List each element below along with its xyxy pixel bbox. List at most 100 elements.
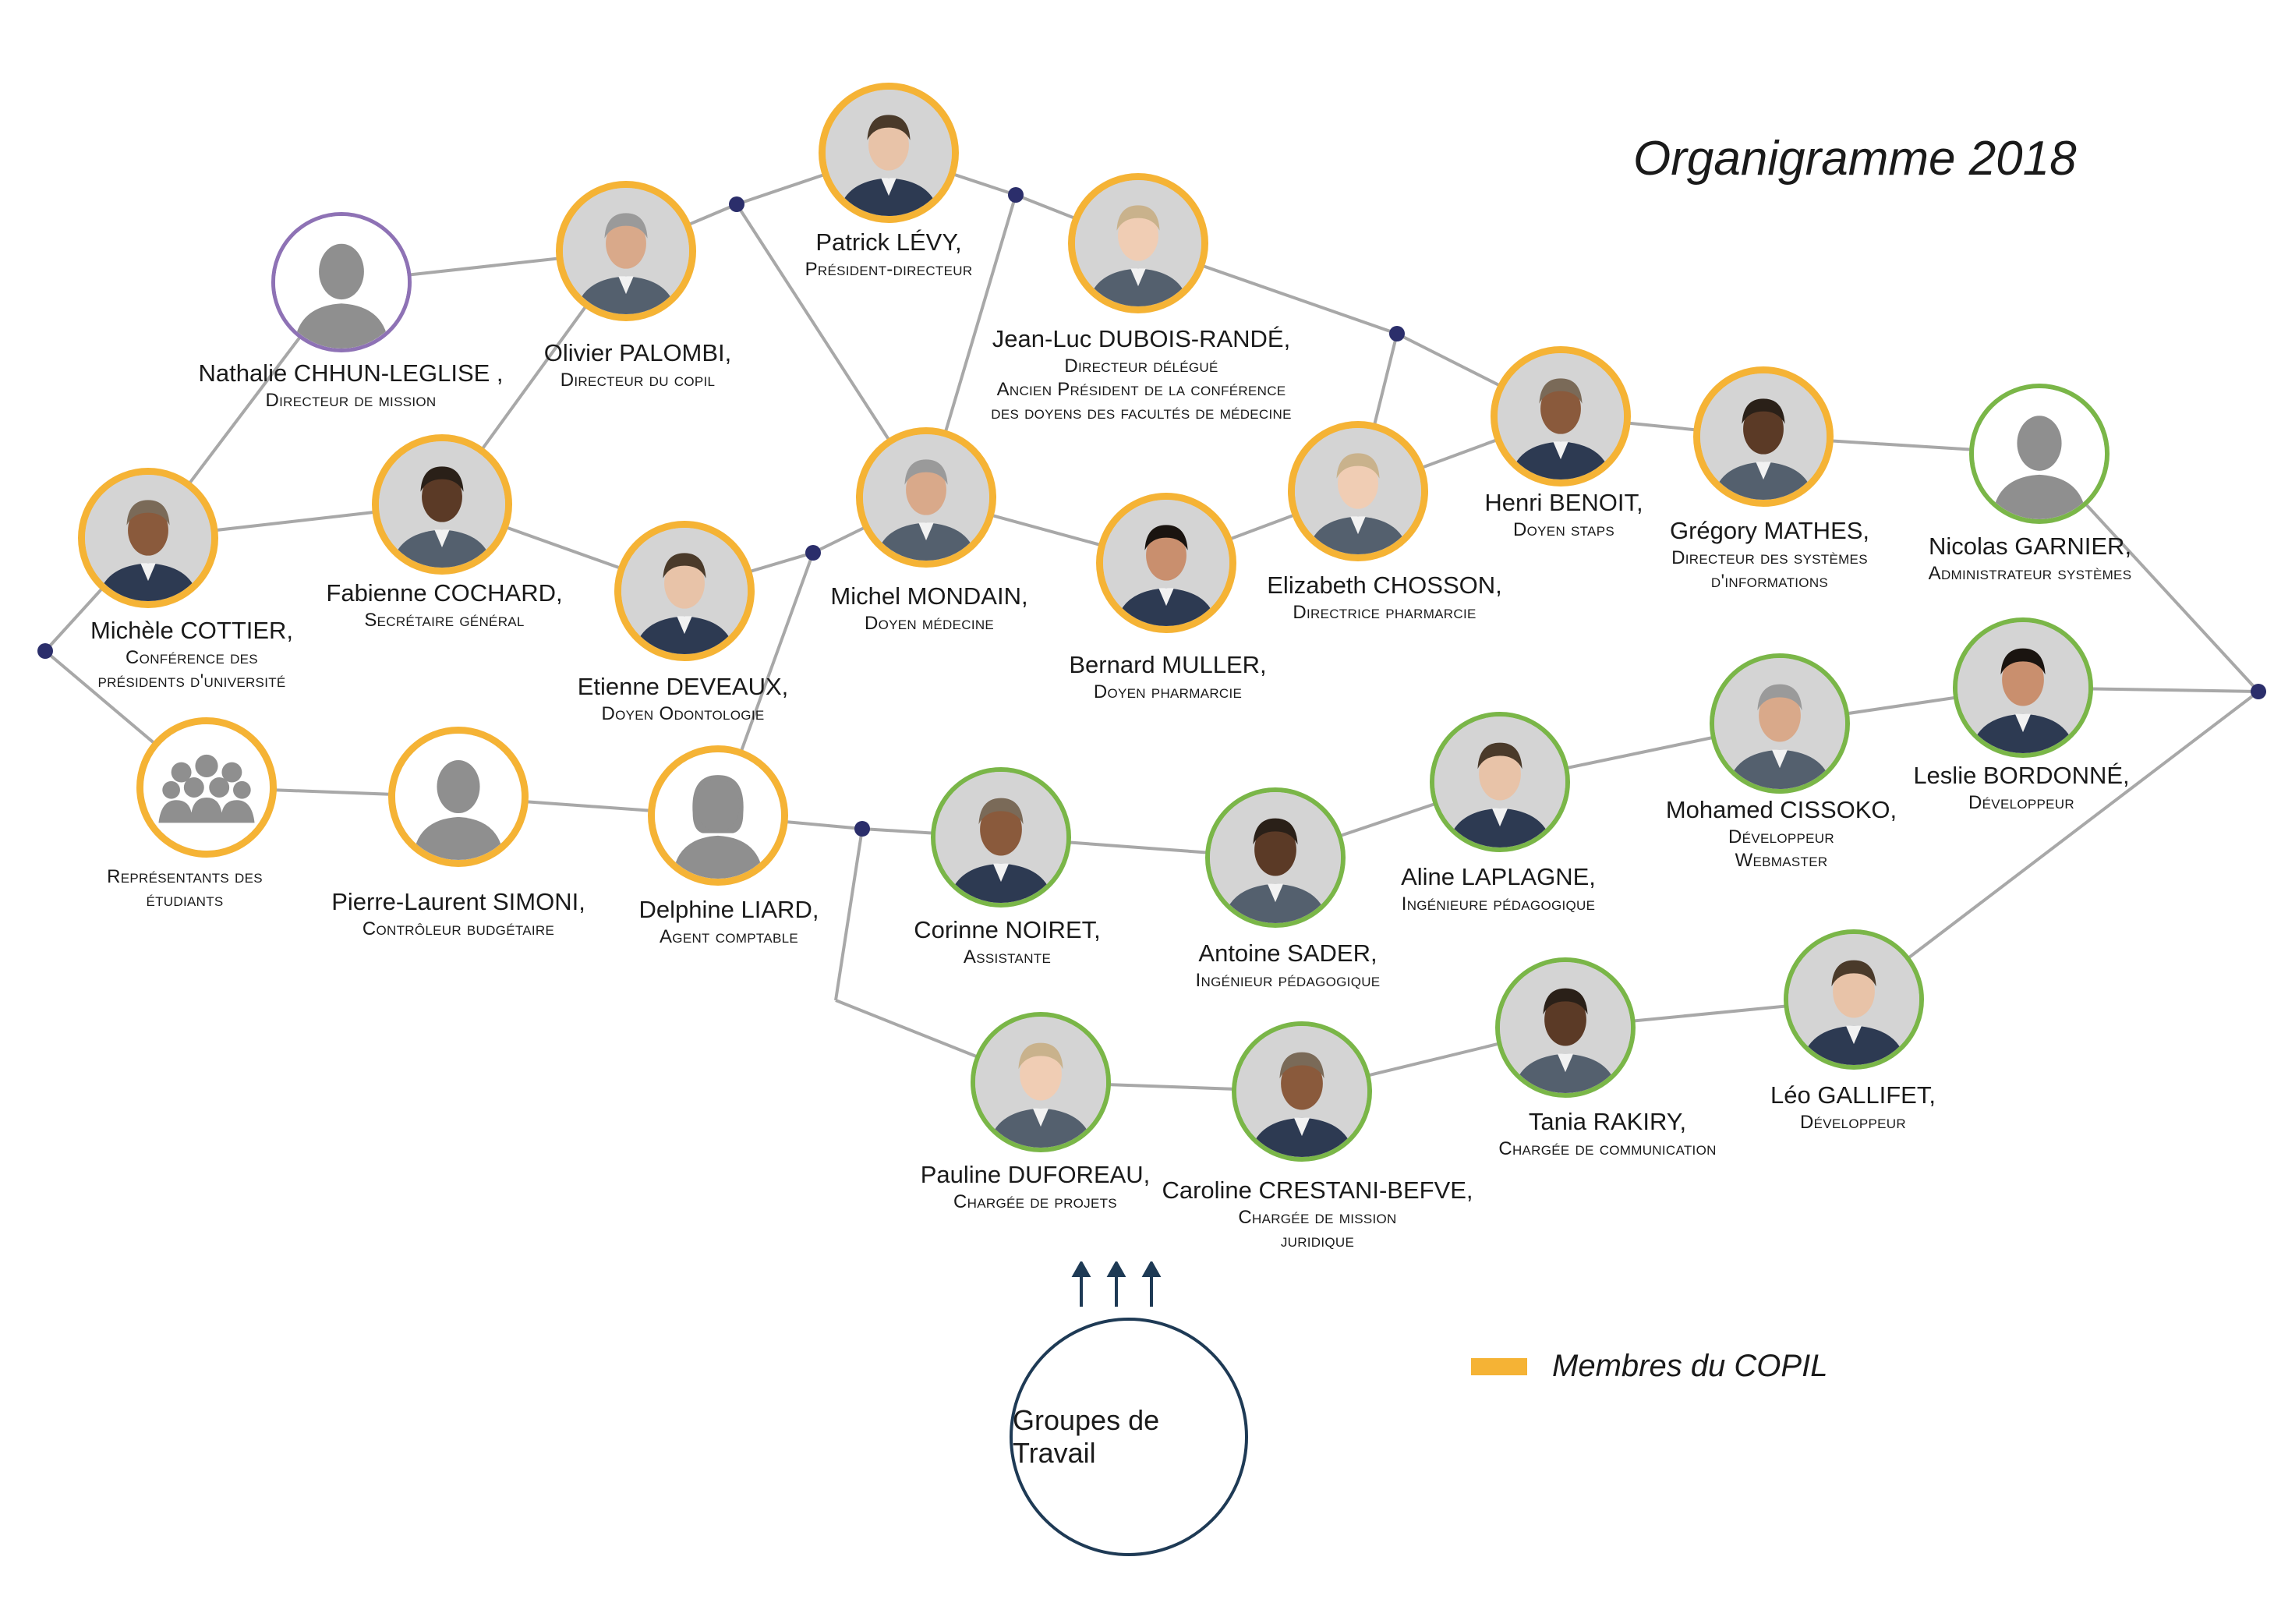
person-label: Caroline CRESTANI-BEFVE,Chargée de missi…	[1162, 1176, 1473, 1253]
person-label: Aline LAPLAGNE, Ingénieure pédagogique	[1401, 862, 1596, 916]
person-name: Nathalie CHHUN-LEGLISE ,	[198, 359, 504, 387]
person-photo	[1788, 934, 1919, 1065]
junction-dot	[37, 643, 53, 659]
person-role: d'informations	[1710, 570, 1829, 592]
person-role: Administrateur systèmes	[1928, 562, 2132, 584]
avatar	[1969, 384, 2110, 524]
junction-dot	[2251, 684, 2266, 699]
person-photo	[975, 1017, 1106, 1148]
person-photo	[621, 528, 748, 654]
connector-line	[1852, 690, 2260, 1001]
person-role: Doyen médecine	[864, 612, 995, 634]
person-role: Agent comptable	[660, 925, 798, 947]
person-name: Michel MONDAIN,	[830, 582, 1028, 610]
person-name: Mohamed CISSOKO,	[1665, 796, 1897, 823]
group-icon	[143, 724, 270, 851]
person-role: Contrôleur budgétaire	[362, 918, 555, 939]
person-photo	[1236, 1026, 1367, 1157]
person-role: Secrétaire général	[364, 609, 525, 631]
person-name: Antoine SADER,	[1198, 939, 1377, 967]
junction-dot	[854, 821, 870, 837]
person-photo	[1434, 716, 1565, 847]
person-label: Corinne NOIRET, Assistante	[914, 915, 1100, 969]
up-arrows-icon	[1071, 1261, 1162, 1307]
person-name: Leslie BORDONNÉ,	[1913, 762, 2130, 789]
person-name: Fabienne COCHARD,	[326, 579, 563, 607]
person-name: Aline LAPLAGNE,	[1401, 863, 1596, 890]
person-name: Elizabeth CHOSSON,	[1267, 571, 1502, 599]
person-silhouette-icon	[395, 734, 522, 860]
person-role: Ancien Président de la conférence	[996, 378, 1286, 400]
person-role: des doyens des facultés de médecine	[991, 402, 1292, 423]
person-photo	[85, 475, 211, 601]
junction-dot	[1008, 187, 1024, 203]
person-name: Grégory MATHES,	[1669, 517, 1870, 544]
junction-nodes	[37, 187, 2266, 837]
person-label: Nicolas GARNIER,Administrateur systèmes	[1929, 532, 2132, 586]
legend: Membres du COPIL	[1471, 1349, 1827, 1384]
person-label: Olivier PALOMBI,Directeur du copil	[544, 338, 732, 392]
person-photo	[1498, 353, 1624, 479]
person-role: Développeur	[1800, 1111, 1906, 1133]
avatar	[1693, 366, 1834, 507]
person-photo	[1295, 428, 1421, 554]
person-label: Pierre-Laurent SIMONI,Contrôleur budgéta…	[331, 887, 585, 941]
avatar	[1491, 346, 1631, 486]
person-label: Bernard MULLER,Doyen pharmarcie	[1069, 650, 1266, 704]
person-role: Webmaster	[1735, 849, 1828, 871]
working-groups-circle: Groupes de Travail	[1010, 1318, 1248, 1556]
person-silhouette-icon	[1974, 388, 2105, 519]
person-role: Doyen staps	[1513, 518, 1614, 540]
chart-title: Organigramme 2018	[1633, 132, 2077, 186]
person-role: Chargée de projets	[953, 1191, 1117, 1212]
person-role: juridique	[1280, 1229, 1355, 1251]
person-name: Jean-Luc DUBOIS-RANDÉ,	[992, 325, 1291, 352]
person-name: Henri BENOIT,	[1484, 489, 1643, 516]
person-role: Ingénieur pédagogique	[1195, 969, 1381, 991]
person-photo	[379, 441, 505, 568]
avatar	[1784, 929, 1924, 1070]
person-name: Etienne DEVEAUX,	[577, 673, 789, 700]
person-role: Directrice pharmarcie	[1293, 601, 1477, 623]
avatar	[819, 83, 959, 223]
person-role: Assistante	[963, 946, 1052, 968]
person-label: Léo GALLIFET,Développeur	[1770, 1081, 1936, 1134]
avatar	[1430, 712, 1570, 852]
person-role: Développeur	[1968, 791, 2074, 813]
person-photo	[1957, 622, 2088, 753]
person-role: Directeur du copil	[560, 369, 716, 391]
person-label: Fabienne COCHARD,Secrétaire général	[326, 578, 562, 632]
person-photo	[1075, 180, 1201, 306]
legend-swatch-copil	[1471, 1357, 1527, 1375]
avatar	[1710, 653, 1850, 794]
avatar	[556, 181, 696, 321]
person-label: Antoine SADER,Ingénieur pédagogique	[1196, 939, 1381, 992]
person-label: Pauline DUFOREAU,Chargée de projets	[921, 1160, 1151, 1214]
person-silhouette-icon	[655, 752, 781, 879]
person-role: Chargée de mission	[1238, 1206, 1397, 1228]
avatar	[1068, 173, 1208, 313]
person-photo	[863, 434, 989, 561]
person-label: Delphine LIARD,Agent comptable	[639, 895, 819, 949]
avatar	[1096, 493, 1236, 633]
person-label: Etienne DEVEAUX,Doyen Odontologie	[578, 672, 789, 726]
person-role: Conférence des	[126, 646, 258, 668]
person-role: Représentants des	[107, 866, 263, 887]
person-label: Leslie BORDONNÉ,Développeur	[1913, 761, 2129, 815]
person-label: Nathalie CHHUN-LEGLISE ,Directeur de mis…	[198, 359, 503, 412]
person-role: Développeur	[1728, 826, 1834, 847]
person-label: Michel MONDAIN,Doyen médecine	[830, 582, 1027, 635]
person-role: Ingénieure pédagogique	[1401, 893, 1596, 915]
person-name: Léo GALLIFET,	[1770, 1081, 1936, 1109]
avatar	[648, 745, 788, 886]
person-name: Caroline CRESTANI-BEFVE,	[1162, 1176, 1473, 1204]
person-name: Corinne NOIRET,	[914, 916, 1101, 943]
person-name: Tania RAKIRY,	[1528, 1108, 1687, 1135]
avatar	[1953, 617, 2093, 758]
person-role: Chargée de communication	[1498, 1138, 1717, 1159]
legend-label: Membres du COPIL	[1552, 1349, 1828, 1383]
junction-dot	[729, 196, 744, 212]
person-role: présidents d'université	[97, 670, 286, 692]
person-label: Henri BENOIT,Doyen staps	[1484, 488, 1643, 542]
